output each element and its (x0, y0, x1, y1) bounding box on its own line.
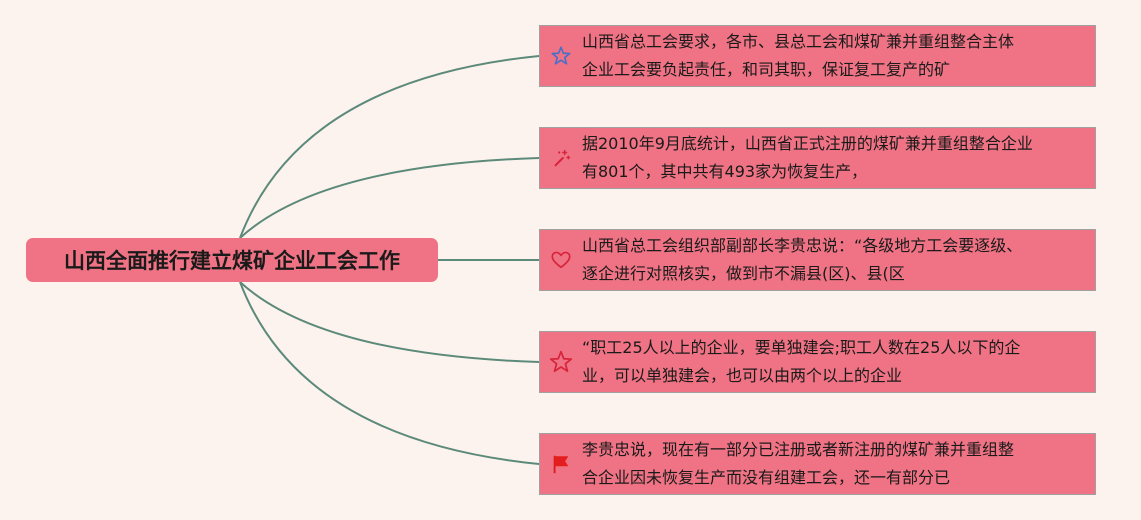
branch-topic-2-line-2: 有801个，其中共有493家为恢复生产， (582, 162, 868, 181)
connector-5 (239, 281, 540, 465)
heart-outline-icon (540, 249, 582, 271)
connector-2 (239, 157, 540, 239)
branch-topic-5-line-1: 李贵忠说，现在有一部分已注册或者新注册的煤矿兼并重组整 (582, 440, 1015, 459)
magic-wand-icon (540, 147, 582, 169)
branch-topic-2[interactable]: 据2010年9月底统计，山西省正式注册的煤矿兼并重组整合企业 有801个，其中共… (539, 127, 1096, 189)
branch-topic-1-text: 山西省总工会要求，各市、县总工会和煤矿兼并重组整合主体 企业工会要负起责任，和司… (582, 28, 1024, 84)
root-topic[interactable]: 山西全面推行建立煤矿企业工会工作 (26, 238, 438, 282)
branch-topic-5-text: 李贵忠说，现在有一部分已注册或者新注册的煤矿兼并重组整 合企业因未恢复生产而没有… (582, 436, 1024, 492)
branch-topic-1[interactable]: 山西省总工会要求，各市、县总工会和煤矿兼并重组整合主体 企业工会要负起责任，和司… (539, 25, 1096, 87)
branch-topic-3-line-1: 山西省总工会组织部副部长李贵忠说：“各级地方工会要逐级、 (582, 236, 1023, 255)
branch-topic-3-text: 山西省总工会组织部副部长李贵忠说：“各级地方工会要逐级、 逐企进行对照核实，做到… (582, 232, 1032, 288)
branch-topic-4-line-2: 业，可以单独建会，也可以由两个以上的企业 (582, 366, 903, 385)
star-outline-red-icon (540, 349, 582, 375)
branch-topic-2-text: 据2010年9月底统计，山西省正式注册的煤矿兼并重组整合企业 有801个，其中共… (582, 130, 1043, 186)
branch-topic-4-text: “职工25人以上的企业，要单独建会;职工人数在25人以下的企 业，可以单独建会，… (582, 334, 1030, 390)
branch-topic-1-line-1: 山西省总工会要求，各市、县总工会和煤矿兼并重组整合主体 (582, 32, 1015, 51)
branch-topic-3-line-2: 逐企进行对照核实，做到市不漏县(区)、县(区 (582, 264, 905, 283)
branch-topic-2-line-1: 据2010年9月底统计，山西省正式注册的煤矿兼并重组整合企业 (582, 134, 1033, 153)
branch-topic-5[interactable]: 李贵忠说，现在有一部分已注册或者新注册的煤矿兼并重组整 合企业因未恢复生产而没有… (539, 433, 1096, 495)
branch-topic-3[interactable]: 山西省总工会组织部副部长李贵忠说：“各级地方工会要逐级、 逐企进行对照核实，做到… (539, 229, 1096, 291)
branch-topic-1-line-2: 企业工会要负起责任，和司其职，保证复工复产的矿 (582, 60, 951, 79)
connector-1 (239, 55, 540, 239)
root-topic-title: 山西全面推行建立煤矿企业工会工作 (64, 249, 400, 273)
branch-topic-4[interactable]: “职工25人以上的企业，要单独建会;职工人数在25人以下的企 业，可以单独建会，… (539, 331, 1096, 393)
star-outline-blue-icon (540, 45, 582, 67)
branch-topic-4-line-1: “职工25人以上的企业，要单独建会;职工人数在25人以下的企 (582, 338, 1021, 357)
connector-4 (239, 281, 540, 363)
branch-topic-5-line-2: 合企业因未恢复生产而没有组建工会，还一有部分已 (582, 468, 951, 487)
red-flag-icon (540, 453, 582, 475)
